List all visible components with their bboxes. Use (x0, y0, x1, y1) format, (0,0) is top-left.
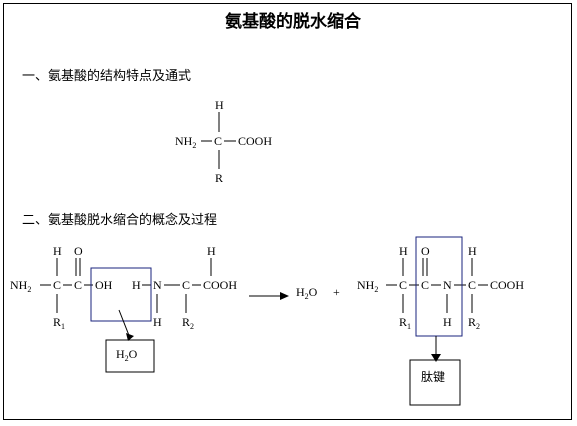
dipeptide-r1: R1 (399, 316, 411, 331)
dipeptide-r1-text: R (399, 315, 408, 329)
dipeptide-amine-text: NH (357, 278, 375, 292)
product-water-o: O (308, 285, 318, 299)
reactant2-n: N (153, 278, 162, 292)
reactant1-amine: NH2 (10, 279, 31, 294)
reactant1-alpha-carbon: C (53, 278, 62, 292)
section-heading-condensation: 二、氨基酸脱水缩合的概念及过程 (22, 213, 218, 228)
section-heading-structure: 一、氨基酸的结构特点及通式 (22, 69, 192, 84)
reactant1-hydroxyl: OH (95, 278, 113, 292)
formula-carboxyl: COOH (238, 134, 273, 148)
reactant2-r-sub: 2 (190, 322, 195, 331)
reactant2-alpha-carbon: C (182, 278, 191, 292)
dipeptide-n-h: H (443, 315, 452, 329)
dipeptide-amine-sub: 2 (374, 285, 379, 294)
dipeptide-n: N (443, 278, 452, 292)
product-water-h: H (296, 285, 305, 299)
formula-r-group: R (215, 171, 224, 185)
reactant2-r-group: R2 (182, 316, 194, 331)
water-removal-box (90, 267, 152, 322)
dipeptide-c3: C (468, 278, 477, 292)
formula-amine-text: NH (175, 134, 193, 148)
removed-water-label: H2O (116, 348, 137, 363)
dipeptide-c2: C (421, 278, 430, 292)
reactant2-r-text: R (182, 315, 191, 329)
dipeptide-c1: C (399, 278, 408, 292)
product-water: H2O (296, 286, 317, 301)
dipeptide-r2-sub: 2 (476, 322, 481, 331)
dipeptide-amine: NH2 (357, 279, 378, 294)
water-arrow-head (126, 333, 134, 341)
dipeptide-c2-o: O (421, 244, 430, 258)
dipeptide-c1-h: H (399, 244, 408, 258)
removed-water-h: H (116, 347, 125, 361)
dipeptide-r1-sub: 1 (407, 322, 412, 331)
dipeptide-c3-h: H (468, 244, 477, 258)
reactant1-amine-text: NH (10, 278, 28, 292)
dipeptide-r2: R2 (468, 316, 480, 331)
dipeptide-r2-text: R (468, 315, 477, 329)
peptide-bond-label: 肽键 (421, 370, 446, 384)
removed-water-box (105, 339, 155, 373)
reactant1-r-group: R1 (53, 316, 65, 331)
formula-carbon: C (214, 134, 223, 148)
reaction-arrow-head (280, 292, 289, 300)
removed-water-o: O (128, 347, 138, 361)
dipeptide-carboxyl: COOH (490, 278, 525, 292)
peptide-arrow-head (431, 354, 441, 362)
reactant1-amine-sub: 2 (27, 285, 32, 294)
reactant2-h-left: H (132, 278, 141, 292)
reactant1-r-sub: 1 (61, 322, 66, 331)
water-arrow-shaft (118, 309, 131, 339)
reactant2-n-h: H (153, 315, 162, 329)
removed-water-sub: 2 (124, 354, 129, 363)
page-title: 氨基酸的脱水缩合 (225, 12, 361, 32)
diagram-frame (3, 3, 572, 420)
peptide-label-box (409, 359, 461, 406)
product-water-sub: 2 (304, 292, 309, 301)
formula-amine: NH2 (175, 135, 196, 150)
reactant1-o: O (74, 244, 83, 258)
reactant1-carbonyl-carbon: C (74, 278, 83, 292)
peptide-bond-box (415, 236, 463, 337)
reactant1-h: H (53, 244, 62, 258)
reactant2-h: H (207, 244, 216, 258)
reactant1-r-text: R (53, 315, 62, 329)
formula-amine-sub: 2 (192, 141, 197, 150)
plus-sign: + (333, 285, 340, 299)
reactant2-carboxyl: COOH (203, 278, 238, 292)
formula-h: H (215, 98, 224, 112)
